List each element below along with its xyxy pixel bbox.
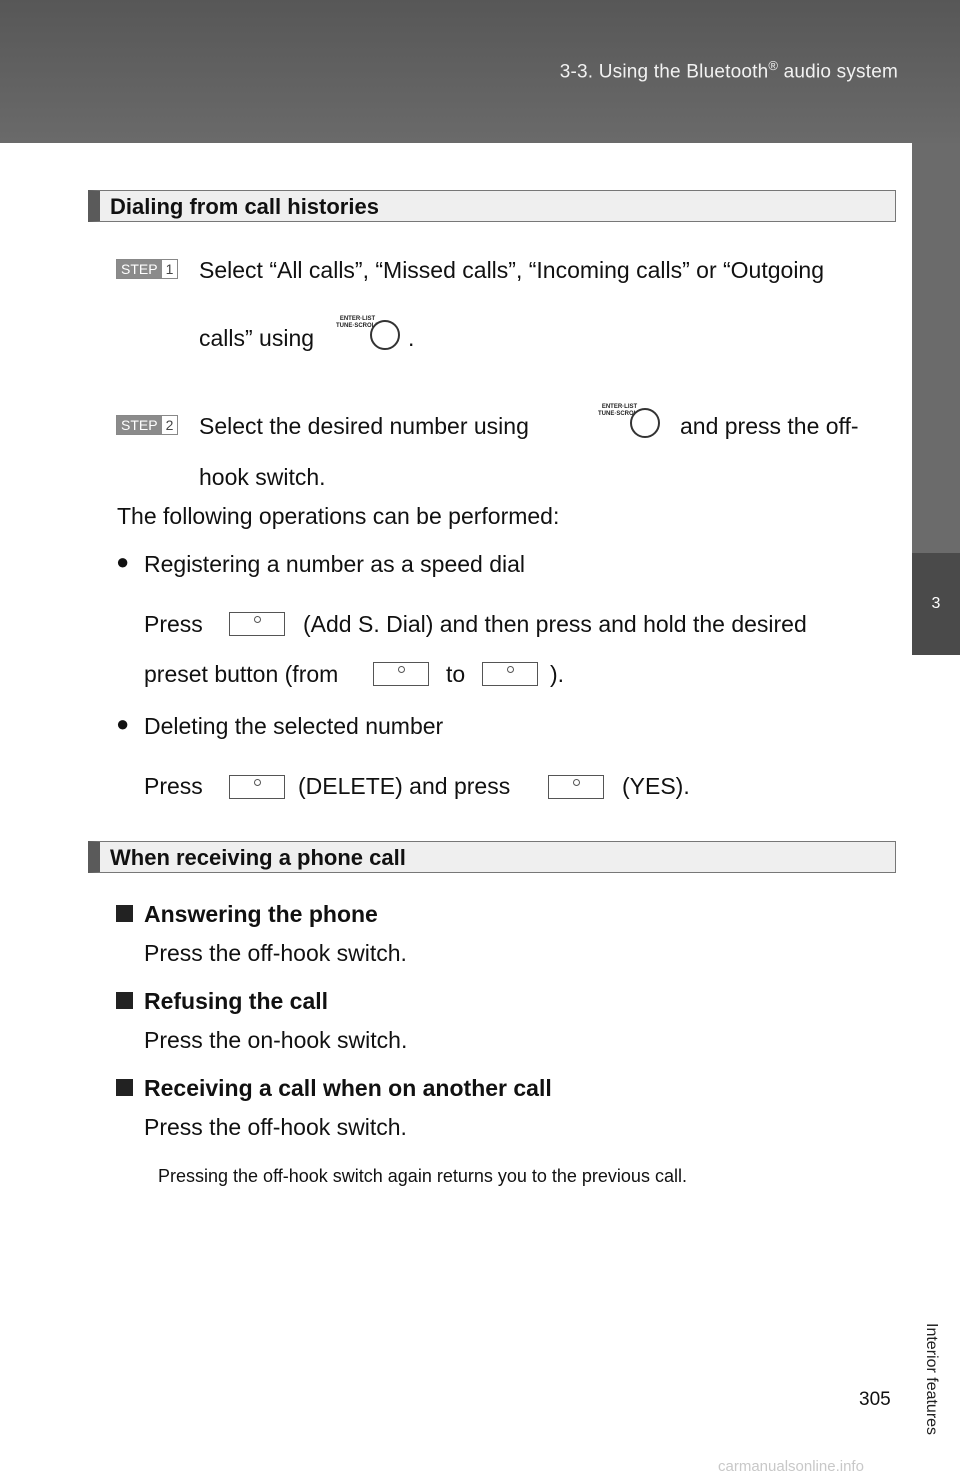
- tune-scroll-knob-icon: [370, 320, 400, 350]
- side-tab-label: Interior features: [912, 655, 960, 1484]
- side-tab-number: 3: [912, 553, 960, 655]
- delete-button-icon: [229, 775, 285, 799]
- bullet-icon: ●: [116, 711, 130, 736]
- bullet-1-text-2a: preset button (from: [144, 661, 339, 687]
- page-number: 305: [859, 1389, 891, 1410]
- item-2-text: Press the on-hook switch.: [144, 1027, 408, 1053]
- bullet-1-text-2b: to: [446, 661, 466, 687]
- bullet-2-press: Press: [144, 773, 203, 799]
- step-1-text-2a: calls” using: [199, 325, 315, 351]
- step-2-text-1b: and press the off-: [680, 413, 859, 439]
- section-heading-receiving: When receiving a phone call: [88, 841, 896, 873]
- chapter-title: 3-3. Using the Bluetooth® audio system: [559, 58, 898, 83]
- bullet-icon: ●: [116, 549, 130, 574]
- step-1-text: Select “All calls”, “Missed calls”, “Inc…: [199, 257, 825, 283]
- side-tab-text: Interior features: [923, 1323, 940, 1436]
- bullet-1-press: Press: [144, 611, 203, 637]
- bullet-1-text-2c: ).: [550, 661, 565, 687]
- section-heading-dialing: Dialing from call histories: [88, 190, 896, 222]
- add-speed-dial-button-icon: [229, 612, 285, 636]
- item-1-title: Answering the phone: [144, 901, 378, 927]
- bullet-1-title: Registering a number as a speed dial: [144, 551, 526, 577]
- square-bullet-icon: [116, 992, 133, 1009]
- yes-button-icon: [548, 775, 604, 799]
- bullet-2-text-1: (DELETE) and press: [298, 773, 511, 799]
- operations-intro: The following operations can be performe…: [117, 503, 560, 529]
- note-text: Pressing the off-hook switch again retur…: [158, 1166, 687, 1186]
- tune-scroll-knob-icon: [630, 408, 660, 438]
- square-bullet-icon: [116, 1079, 133, 1096]
- watermark: carmanualsonline.info: [718, 1458, 864, 1475]
- item-3-title: Receiving a call when on another call: [144, 1075, 552, 1101]
- bullet-1-text-1: (Add S. Dial) and then press and hold th…: [303, 611, 807, 637]
- item-2-title: Refusing the call: [144, 988, 329, 1014]
- preset-button-first-icon: [373, 662, 429, 686]
- step-1-text-2b: .: [408, 325, 415, 351]
- bullet-2-text-2: (YES).: [622, 773, 690, 799]
- bullet-2-title: Deleting the selected number: [144, 713, 444, 739]
- step-2-text-1a: Select the desired number using: [199, 413, 529, 439]
- preset-button-last-icon: [482, 662, 538, 686]
- page-header: 3-3. Using the Bluetooth® audio system: [0, 0, 960, 143]
- side-tab-top: [912, 143, 960, 553]
- item-1-text: Press the off-hook switch.: [144, 940, 407, 966]
- step-2-text-2: hook switch.: [199, 464, 326, 490]
- item-3-text: Press the off-hook switch.: [144, 1114, 407, 1140]
- square-bullet-icon: [116, 905, 133, 922]
